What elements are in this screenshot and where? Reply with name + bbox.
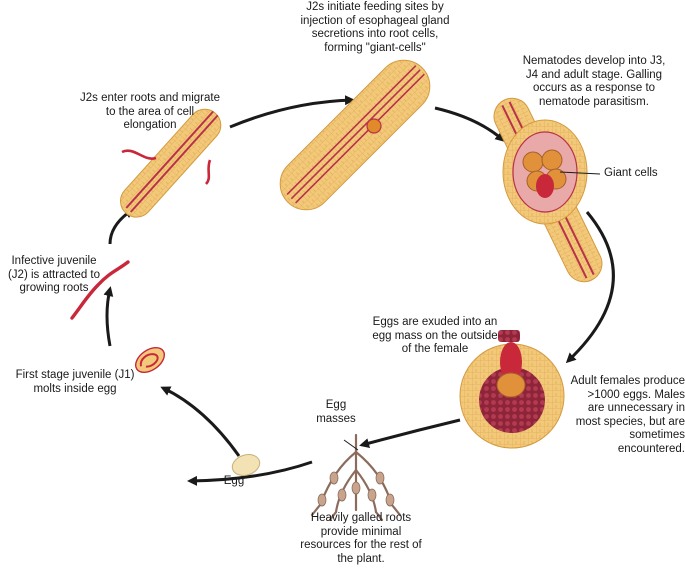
egg [231,454,261,476]
feeding-site [366,118,382,134]
arrow-to-develop [434,106,506,142]
root-tip-entry [120,108,222,218]
j1-in-egg [134,346,166,374]
label-infective: Infective juvenile (J2) is attracted to … [7,255,101,294]
nematode-j2-entering [121,149,157,160]
arrow-to-female [565,211,615,364]
label-j2-feeding: J2s initiate feeding sites by injection … [300,1,450,54]
developing-nematode [536,174,554,198]
nematode-j2-root [204,159,212,185]
label-j2-enter: J2s enter roots and migrate to the area … [80,92,220,131]
label-giant-cells: Giant cells [604,167,658,179]
label-adult-females: Adult females produce >1000 eggs. Males … [570,375,685,455]
label-egg-masses: Egg masses [316,399,356,425]
j2-juvenile [70,260,130,320]
label-first-stage: First stage juvenile (J1) molts inside e… [15,369,135,395]
giant-cells-leader [559,171,601,175]
cycle-arrows [103,95,615,486]
label-egg: Egg [223,475,245,487]
arrow-to-galled-roots [359,418,461,448]
label-develop: Nematodes develop into J3, J4 and adult … [522,55,666,108]
egg-masses-leader [343,439,359,451]
root-tip-feeding [279,59,431,211]
female-egg-mass [459,330,565,449]
arrow-to-feeding [229,95,355,129]
label-galled-roots: Heavily galled roots provide minimal res… [300,512,422,565]
label-eggs-exuded: Eggs are exuded into an egg mass on the … [372,316,498,355]
arrow-to-egg [187,460,313,486]
galled-roots [310,433,402,522]
root-galls [317,471,395,507]
arrow-to-j2 [103,286,114,347]
arrow-to-j1 [160,386,241,457]
